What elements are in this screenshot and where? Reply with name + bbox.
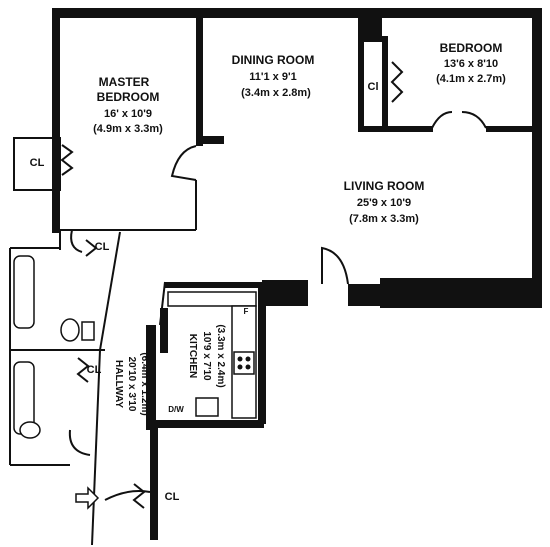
bedroom-name: BEDROOM bbox=[440, 41, 503, 55]
wic-label: WIC bbox=[328, 291, 344, 300]
south-exterior-wall-living bbox=[380, 278, 542, 308]
entry-arrow-icon bbox=[75, 486, 100, 510]
bath-door-upper bbox=[70, 229, 83, 253]
kitchen-sink bbox=[195, 397, 219, 417]
fridge-label: F bbox=[244, 307, 249, 316]
bedroom-dim: 13'6 x 8'10 bbox=[444, 58, 498, 70]
kitchen-name: KITCHEN bbox=[187, 334, 198, 378]
hallway-west-wall-upper bbox=[99, 231, 121, 351]
hallway-dim-metric: (6.4m x 1.2m) bbox=[139, 352, 150, 415]
kitchen-dim: 10'9 x 7'10 bbox=[201, 331, 212, 381]
entry-closet-door bbox=[132, 483, 146, 509]
hallway-name: HALLWAY bbox=[113, 360, 124, 408]
bedroom-closet-label: Cl bbox=[368, 81, 379, 93]
living-room-dim-metric: (7.8m x 3.3m) bbox=[349, 213, 419, 225]
master-door bbox=[170, 145, 197, 181]
hall-closet-east-wall bbox=[150, 420, 158, 540]
cooktop bbox=[233, 351, 255, 375]
kitchen-dim-metric: (3.3m x 2.4m) bbox=[215, 324, 226, 387]
hall-closet-label: CL bbox=[87, 364, 102, 376]
kitchen-south-wall bbox=[150, 420, 264, 428]
burner-icon bbox=[237, 364, 243, 370]
north-exterior-wall bbox=[52, 8, 542, 18]
master-closet-door bbox=[60, 144, 74, 176]
bath-door-lower bbox=[68, 429, 91, 456]
dining-room-dim-metric: (3.4m x 2.8m) bbox=[241, 87, 311, 99]
hallway-dim: 20'10 x 3'10 bbox=[126, 357, 137, 412]
west-exterior-wall-bedroom bbox=[52, 8, 60, 233]
toilet-upper bbox=[60, 318, 80, 342]
bath-closet-door-upper bbox=[85, 239, 98, 257]
burner-icon bbox=[245, 356, 251, 362]
toilet-lower bbox=[19, 421, 41, 439]
burner-icon bbox=[245, 364, 251, 370]
bath-closet-label: CL bbox=[95, 241, 110, 253]
bedroom-dim-metric: (4.1m x 2.7m) bbox=[436, 73, 506, 85]
entry-door bbox=[104, 490, 151, 501]
living-room-dim: 25'9 x 10'9 bbox=[357, 197, 411, 209]
master-closet bbox=[13, 137, 61, 191]
entry-closet-label: CL bbox=[165, 491, 180, 503]
living-room-name: LIVING ROOM bbox=[344, 179, 425, 193]
master-bedroom-dim: 16' x 10'9 bbox=[104, 108, 152, 120]
wic-door bbox=[321, 246, 349, 285]
bedroom-closet-door bbox=[390, 61, 404, 103]
kitchen-west-cabinet bbox=[160, 308, 168, 353]
kitchen-counter-top bbox=[167, 291, 257, 307]
south-wall-segment bbox=[262, 280, 308, 306]
bath-closet-door bbox=[76, 357, 90, 383]
hallway-west-wall-lower bbox=[91, 349, 101, 546]
sink-upper bbox=[81, 321, 95, 341]
bedroom-south-wall-right bbox=[486, 126, 536, 132]
south-wall-segment-2 bbox=[348, 284, 380, 306]
master-bedroom-dim-metric: (4.9m x 3.3m) bbox=[93, 123, 163, 135]
kitchen-east-wall bbox=[258, 282, 266, 424]
dining-room-name: DINING ROOM bbox=[232, 53, 315, 67]
master-bedroom-name-1: MASTER bbox=[99, 75, 150, 89]
master-dining-wall-stub bbox=[196, 136, 224, 144]
bathtub-upper bbox=[13, 255, 35, 329]
master-bedroom-name-2: BEDROOM bbox=[97, 90, 160, 104]
hallway-east-wall bbox=[146, 325, 156, 430]
bedroom-south-wall-left bbox=[358, 126, 433, 132]
burner-icon bbox=[237, 356, 243, 362]
master-closet-label: CL bbox=[30, 157, 45, 169]
kitchen-north-wall bbox=[165, 282, 262, 288]
bedroom-west-wall bbox=[358, 36, 364, 132]
east-exterior-wall bbox=[532, 8, 542, 308]
master-dining-wall bbox=[196, 14, 203, 146]
bedroom-double-door bbox=[431, 111, 487, 129]
dishwasher-label: D/W bbox=[168, 405, 184, 414]
dining-room-dim: 11'1 x 9'1 bbox=[249, 71, 296, 83]
bedroom-closet-wall bbox=[382, 36, 388, 126]
